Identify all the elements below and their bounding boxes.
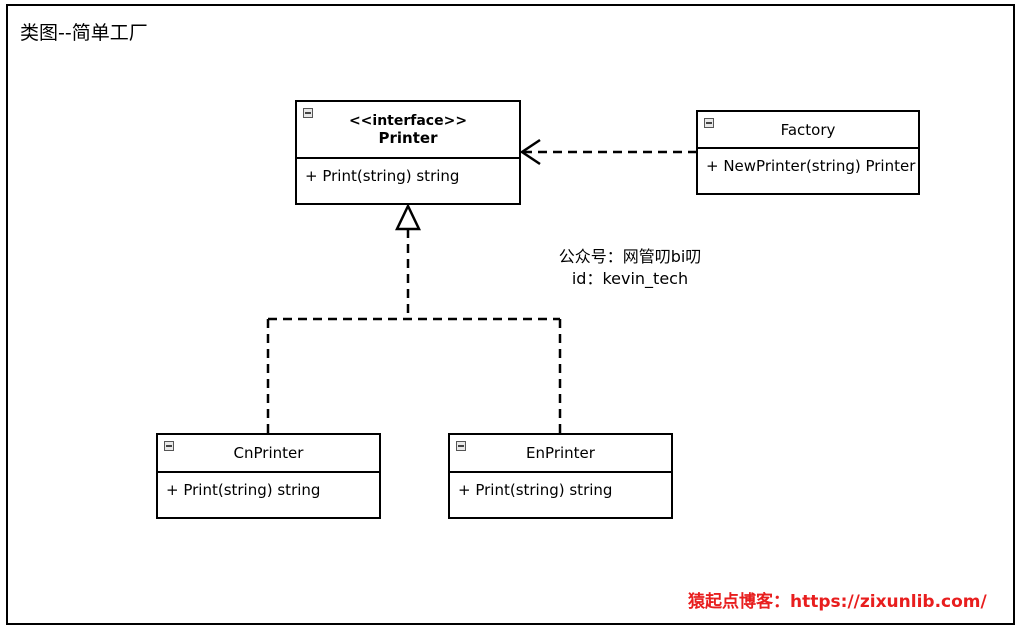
class-printer-methods: + Print(string) string bbox=[297, 159, 519, 185]
method: + Print(string) string bbox=[305, 167, 460, 185]
method: + Print(string) string bbox=[166, 481, 321, 499]
note-line-2: id：kevin_tech bbox=[571, 269, 689, 288]
method: + Print(string) string bbox=[458, 481, 613, 499]
class-factory-methods: + NewPrinter(string) Printer bbox=[698, 149, 918, 175]
class-factory[interactable]: Factory + NewPrinter(string) Printer bbox=[696, 110, 920, 195]
class-enprinter[interactable]: EnPrinter + Print(string) string bbox=[448, 433, 673, 519]
diagram-note: 公众号：网管叨bi叨 id：kevin_tech bbox=[540, 246, 720, 290]
class-printer[interactable]: <<interface>> Printer + Print(string) st… bbox=[295, 100, 521, 205]
method: + NewPrinter(string) Printer bbox=[706, 157, 916, 175]
open-arrowhead bbox=[519, 138, 541, 166]
class-printer-name: Printer bbox=[378, 128, 438, 147]
collapse-icon[interactable] bbox=[456, 441, 466, 451]
diagram-title: 类图--简单工厂 bbox=[20, 22, 148, 44]
collapse-icon[interactable] bbox=[303, 108, 313, 118]
class-cnprinter-name: CnPrinter bbox=[233, 444, 304, 462]
class-enprinter-name: EnPrinter bbox=[526, 444, 595, 462]
class-enprinter-methods: + Print(string) string bbox=[450, 473, 671, 499]
class-printer-header: <<interface>> Printer bbox=[297, 102, 519, 159]
class-cnprinter-methods: + Print(string) string bbox=[158, 473, 379, 499]
class-printer-stereotype: <<interface>> bbox=[348, 112, 468, 129]
class-cnprinter[interactable]: CnPrinter + Print(string) string bbox=[156, 433, 381, 519]
class-factory-name: Factory bbox=[780, 120, 836, 139]
note-line-1: 公众号：网管叨bi叨 bbox=[558, 247, 702, 266]
class-factory-header: Factory bbox=[698, 112, 918, 149]
collapse-icon[interactable] bbox=[704, 118, 714, 128]
diagram-frame bbox=[6, 4, 1015, 625]
watermark-text: 猿起点博客：https://zixunlib.com/ bbox=[688, 592, 987, 612]
realization-triangle bbox=[395, 203, 421, 231]
collapse-icon[interactable] bbox=[164, 441, 174, 451]
class-cnprinter-header: CnPrinter bbox=[158, 435, 379, 473]
class-enprinter-header: EnPrinter bbox=[450, 435, 671, 473]
